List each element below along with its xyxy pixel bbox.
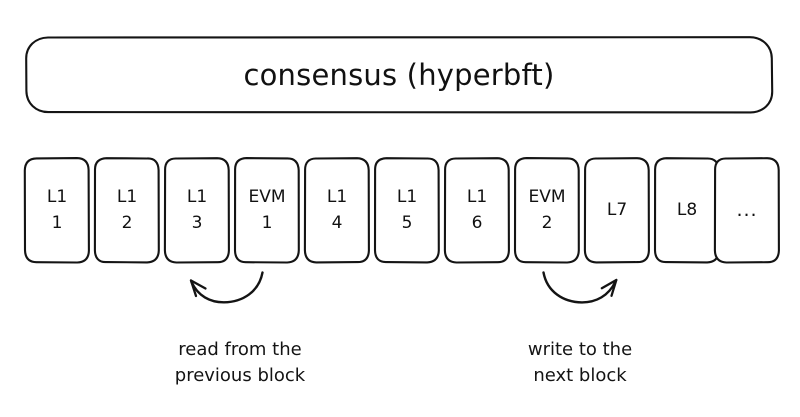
block-rect-2 xyxy=(93,157,160,264)
block-rect-5 xyxy=(303,157,370,264)
block-rect-4 xyxy=(233,157,300,264)
write-arrow xyxy=(542,271,618,304)
read-arrow xyxy=(189,271,264,304)
block-rect-9 xyxy=(583,157,650,264)
block-rect-7 xyxy=(443,157,510,264)
consensus-box xyxy=(25,36,774,114)
block-rect-1 xyxy=(23,157,90,264)
block-rect-11 xyxy=(713,157,780,264)
block-row xyxy=(23,157,780,264)
block-rect-3 xyxy=(163,157,230,264)
block-rect-10 xyxy=(653,157,720,264)
block-rect-8 xyxy=(513,157,580,264)
block-rect-6 xyxy=(373,157,440,264)
